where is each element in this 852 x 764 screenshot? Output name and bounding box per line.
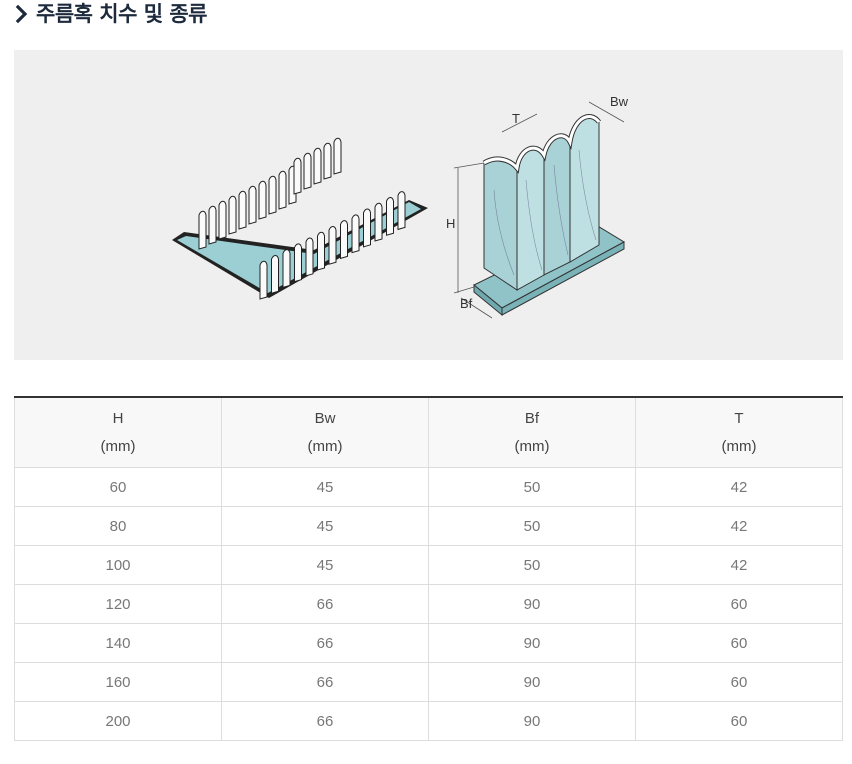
product-figure: H Bw Bf T: [14, 50, 843, 360]
label-t: T: [512, 111, 520, 126]
header-bf: Bf(mm): [428, 397, 636, 468]
label-h: H: [446, 216, 455, 231]
belt-fin: [268, 175, 277, 215]
chevron-right-icon: [15, 4, 28, 24]
belt-fin: [351, 214, 360, 254]
belt-fin: [271, 254, 279, 294]
belt-fin: [208, 205, 217, 245]
belt-fin: [278, 170, 287, 210]
header-bw: Bw(mm): [221, 397, 429, 468]
belt-fin: [294, 243, 302, 283]
header-h: H(mm): [14, 397, 222, 468]
belt-fin: [198, 210, 207, 250]
belt-fin: [228, 195, 237, 235]
belt-fin: [305, 237, 314, 277]
belt-fin: [386, 196, 394, 236]
sidewall-dimension-diagram: H Bw Bf T: [446, 94, 629, 319]
header-t: T(mm): [635, 397, 843, 468]
belt-fin: [218, 200, 227, 240]
belt-fin: [293, 157, 302, 195]
belt-fin: [333, 137, 342, 175]
belt-fin: [397, 191, 406, 231]
belt-fin: [323, 142, 332, 180]
belt-fin: [282, 249, 291, 289]
belt-fin: [317, 231, 325, 271]
belt-fin: [248, 185, 257, 225]
belt-fin: [303, 152, 312, 190]
belt-fin: [363, 208, 371, 248]
belt-fin: [328, 225, 337, 265]
belt-fin: [340, 220, 348, 260]
belt-fin: [313, 147, 322, 185]
label-bw: Bw: [610, 94, 629, 109]
belt-fin: [238, 190, 247, 230]
belt-fin: [374, 202, 383, 242]
table-header-row: H(mm) Bw(mm) Bf(mm) T(mm): [14, 397, 843, 468]
corrugated-sidewall-belt-illustration: [172, 137, 428, 300]
belt-fin: [258, 180, 267, 220]
label-bf: Bf: [460, 296, 473, 311]
section-title: 주름혹 치수 및 종류: [36, 2, 208, 26]
belt-fin: [259, 260, 268, 300]
section-header: 주름혹 치수 및 종류: [14, 0, 208, 28]
